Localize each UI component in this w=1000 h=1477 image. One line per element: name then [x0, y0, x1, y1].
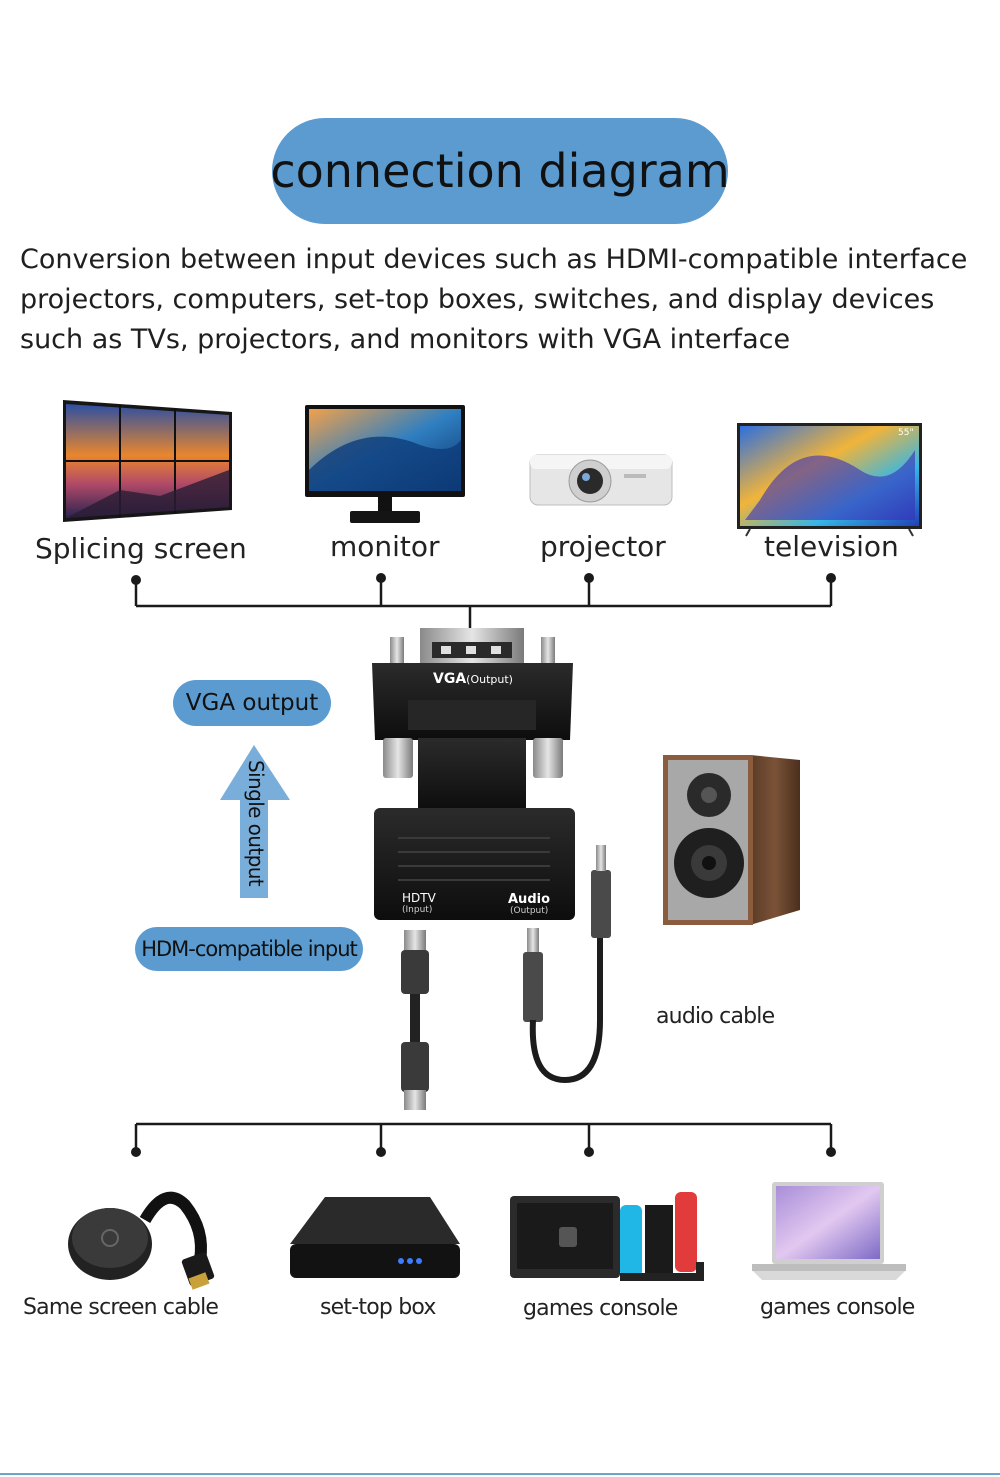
input-connector-lines	[134, 1122, 833, 1152]
adapter-hdtv-label: HDTV	[402, 891, 436, 905]
input-label-games-console-laptop: games console	[760, 1295, 915, 1320]
adapter-vga-label: VGA(Output)	[433, 671, 513, 687]
monitor-node	[376, 573, 386, 583]
audio-cable	[523, 845, 611, 1084]
input-label-games-console: games console	[523, 1296, 678, 1321]
streaming-dongle-icon	[68, 1191, 215, 1290]
splicing-screen-node	[131, 575, 141, 585]
speaker-icon	[663, 755, 800, 925]
video-wall-icon	[63, 400, 232, 522]
laptop-node	[826, 1147, 836, 1157]
projector-icon	[529, 454, 673, 506]
adapter-audio-sub: (Output)	[510, 906, 549, 916]
output-label-monitor: monitor	[330, 530, 440, 563]
micro-hdmi-cable	[401, 930, 429, 1110]
single-output-label: Single output	[244, 760, 268, 887]
input-label-same-screen-cable: Same screen cable	[23, 1295, 219, 1320]
output-connector-lines	[134, 578, 833, 636]
adapter-hdtv-sub: (Input)	[402, 905, 433, 915]
intro-text: Conversion between input devices such as…	[20, 244, 968, 355]
bottom-divider	[0, 1473, 1000, 1475]
single-output-arrow	[220, 745, 290, 898]
projector-node	[584, 573, 594, 583]
vga-output-label: VGA output	[173, 680, 331, 726]
television-node	[826, 573, 836, 583]
tv-size-badge: 55"	[898, 428, 914, 438]
games-console-node	[584, 1147, 594, 1157]
input-label-set-top-box: set-top box	[320, 1295, 436, 1320]
vga-hdmi-adapter	[372, 628, 575, 920]
audio-cable-label: audio cable	[656, 1004, 775, 1029]
output-label-splicing-screen: Splicing screen	[35, 532, 247, 565]
same-screen-cable-node	[131, 1147, 141, 1157]
diagram-title: connection diagram	[270, 118, 730, 224]
set-top-box-node	[376, 1147, 386, 1157]
set-top-box-icon	[290, 1197, 460, 1278]
monitor-icon	[305, 405, 465, 523]
output-label-television: television	[764, 530, 899, 563]
television-icon	[737, 423, 922, 537]
laptop-icon	[752, 1182, 906, 1280]
adapter-audio-label: Audio	[508, 892, 551, 907]
hdmi-input-label: HDM-compatible input	[135, 927, 363, 971]
output-label-projector: projector	[540, 530, 666, 563]
game-console-icon	[510, 1192, 704, 1281]
